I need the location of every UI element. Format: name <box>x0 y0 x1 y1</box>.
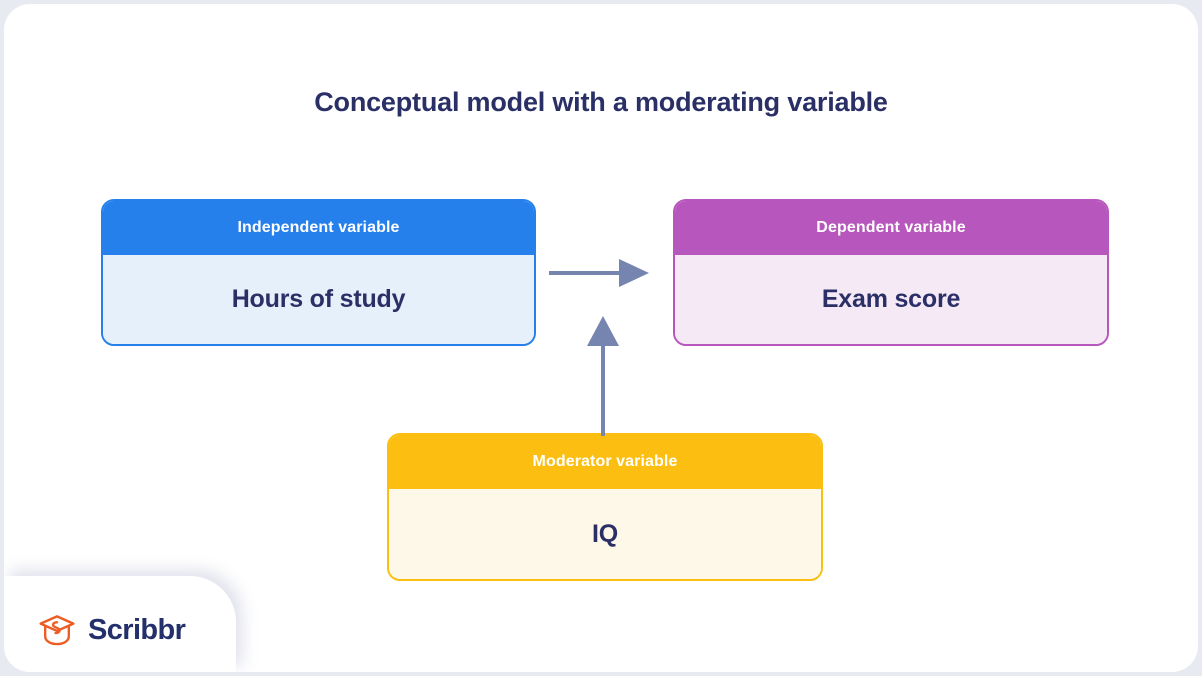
scribbr-logo: Scribbr <box>37 610 186 650</box>
concept-box-value: Exam score <box>675 255 1107 344</box>
concept-box-header-label: Moderator variable <box>389 435 821 489</box>
concept-box-header-label: Dependent variable <box>675 201 1107 255</box>
concept-box-moderator-variable: Moderator variable IQ <box>387 433 823 581</box>
graduation-cap-icon <box>39 615 75 646</box>
arrow-up-icon <box>587 316 619 436</box>
concept-box-dependent-variable: Dependent variable Exam score <box>673 199 1109 346</box>
arrow-right-icon <box>549 259 649 287</box>
diagram-canvas: Conceptual model with a moderating varia… <box>4 4 1198 672</box>
concept-box-value: IQ <box>389 489 821 579</box>
page-fold-mask <box>4 592 218 672</box>
concept-box-independent-variable: Independent variable Hours of study <box>101 199 536 346</box>
page-title: Conceptual model with a moderating varia… <box>314 87 888 117</box>
concept-box-header-label: Independent variable <box>103 201 534 255</box>
scribbr-wordmark: Scribbr <box>88 613 186 646</box>
concept-box-value: Hours of study <box>103 255 534 344</box>
